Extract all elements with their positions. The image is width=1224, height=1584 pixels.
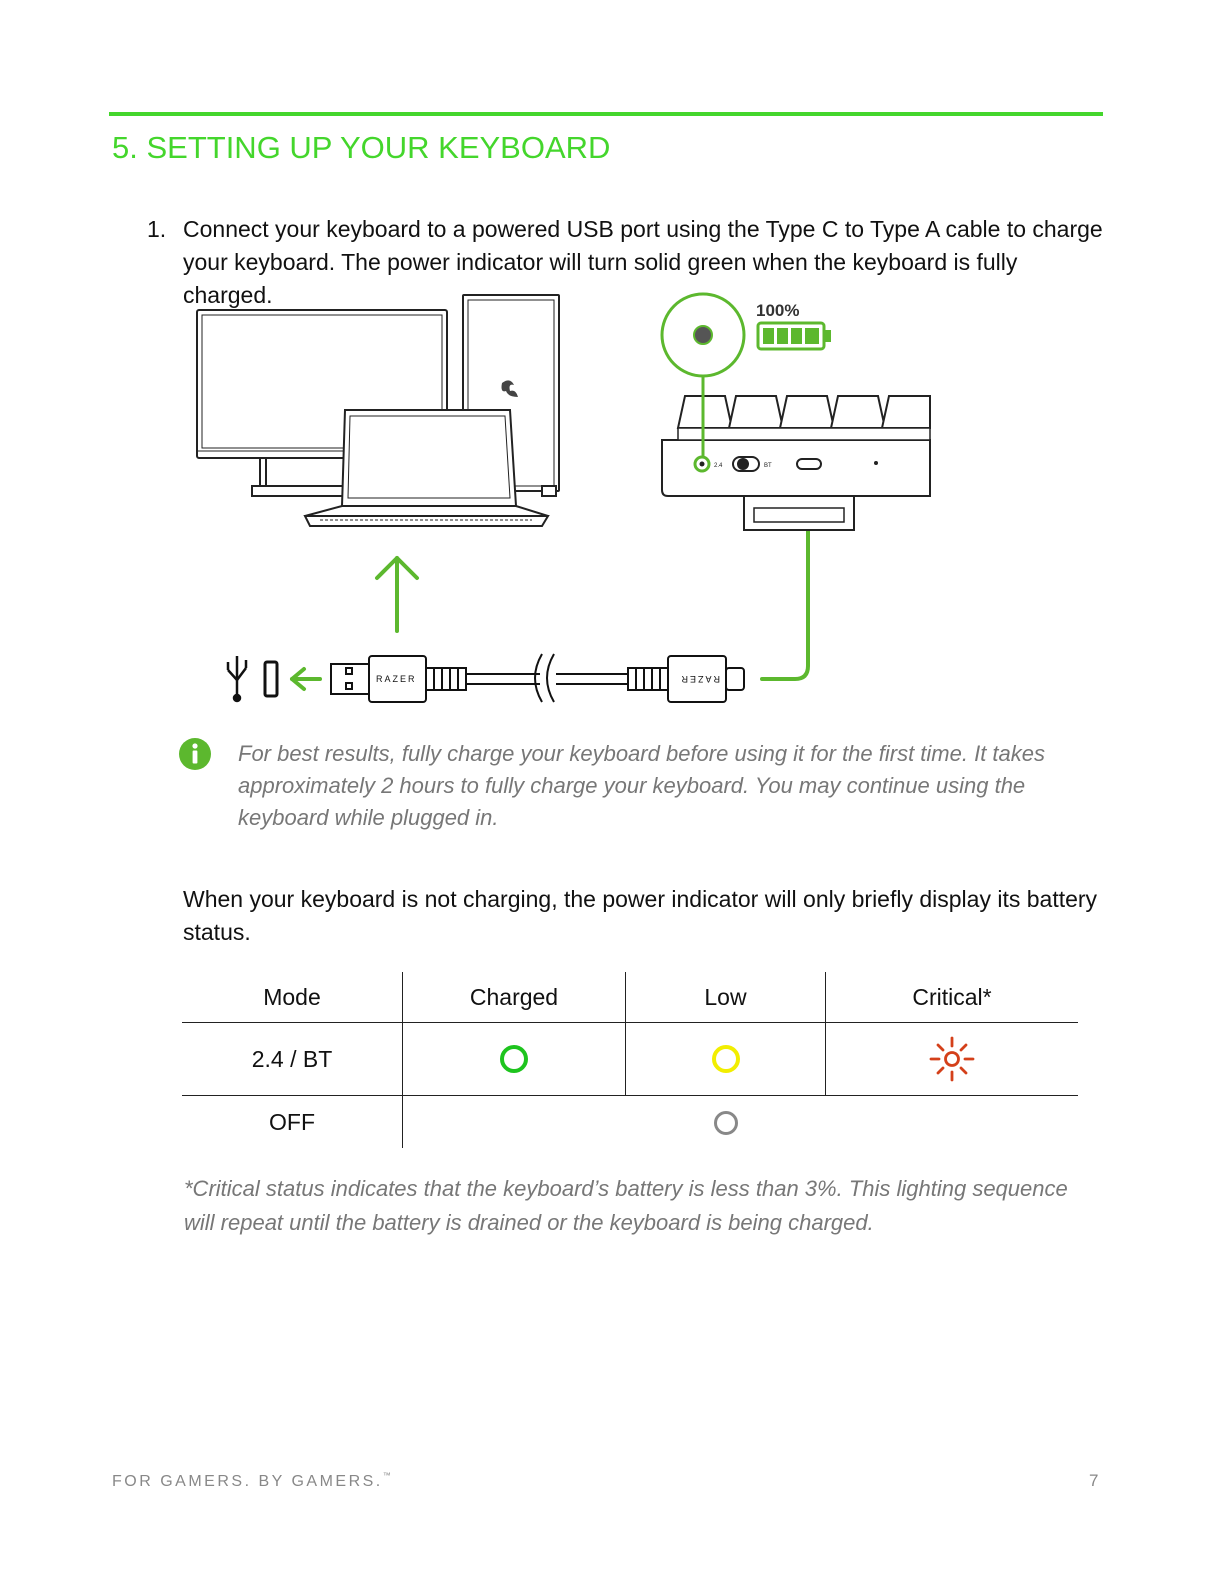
charging-illustration: RAZER RAZER 2.4 BT [196,292,931,703]
battery-status-table: Mode Charged Low Critical* 2.4 / BT [182,972,1078,1148]
header-rule [109,112,1103,116]
cable-wire-graphic [466,653,628,703]
orange-blink-icon [929,1036,975,1082]
step-text: Connect your keyboard to a powered USB p… [183,216,1103,308]
header-critical: Critical* [825,972,1078,1023]
header-low: Low [625,972,826,1023]
usb-icon [226,656,248,703]
info-note-text: For best results, fully charge your keyb… [238,741,1046,830]
usb-a-connector-graphic [330,655,467,703]
charged-cell [402,1022,626,1096]
laptop-graphic [303,409,550,527]
usb-c-connector-graphic [627,655,745,703]
table-header-row: Mode Charged Low Critical* [182,972,1078,1023]
critical-cell [825,1022,1078,1096]
battery-status-paragraph: When your keyboard is not charging, the … [183,886,1098,945]
table-row: 2.4 / BT [182,1022,1078,1096]
off-status-cell [402,1095,1078,1148]
footer-tagline: FOR GAMERS. BY GAMERS.™ [112,1471,391,1491]
switch-label-24: 2.4 [714,463,723,469]
info-icon [179,738,211,770]
step-number: 1. [147,216,167,242]
header-charged: Charged [402,972,626,1023]
trademark-symbol: ™ [382,1471,391,1480]
tagline-text: FOR GAMERS. BY GAMERS. [112,1473,383,1490]
header-mode: Mode [182,972,403,1023]
monitor-graphic [196,309,448,497]
green-ring-icon [500,1045,528,1074]
cable-brand-left: RAZER [376,674,417,684]
gray-ring-icon [713,1111,738,1136]
usb-port-graphic [263,660,279,698]
battery-percent-label: 100% [756,301,799,320]
left-arrow-icon [290,667,322,691]
low-cell [625,1022,826,1096]
critical-footnote: *Critical status indicates that the keyb… [184,1176,1068,1235]
mode-cell: 2.4 / BT [182,1022,403,1096]
page-number: 7 [1089,1471,1099,1490]
power-indicator-graphic [660,292,746,473]
cable-brand-right: RAZER [679,674,720,684]
yellow-ring-icon [711,1045,740,1074]
battery-full-icon [756,321,831,351]
up-arrow-icon [375,556,419,633]
switch-label-bt: BT [764,463,772,469]
section-title: 5. SETTING UP YOUR KEYBOARD [112,130,611,165]
mode-cell: OFF [269,1108,315,1135]
keyboard-graphic [661,395,931,531]
table-row: OFF [182,1095,1078,1148]
